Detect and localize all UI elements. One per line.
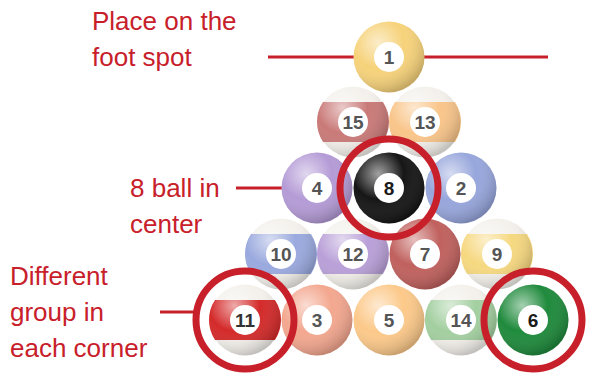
- billiard-ball: 15: [317, 86, 389, 158]
- ball-body: [390, 87, 461, 158]
- billiard-ball: 10: [245, 218, 317, 290]
- ball-shine: [462, 219, 533, 290]
- ball-number: 14: [450, 311, 471, 330]
- number-disc: [482, 239, 512, 269]
- ball-body: [318, 219, 389, 290]
- number-disc: [338, 107, 368, 137]
- ball-number: 6: [528, 311, 539, 330]
- billiard-ball: 9: [461, 218, 533, 290]
- ball-number: 13: [414, 113, 435, 132]
- ball-body: [246, 219, 317, 290]
- number-disc: [518, 305, 548, 335]
- number-disc: [446, 305, 476, 335]
- callout-label: Different group in each corner: [10, 258, 160, 366]
- number-disc: [302, 173, 332, 203]
- ball-number: 5: [384, 311, 395, 330]
- number-disc: [266, 239, 296, 269]
- ball-number: 12: [342, 245, 363, 264]
- billiard-ball: 1: [353, 21, 425, 93]
- ball-body: [210, 285, 281, 356]
- billiard-ball: 3: [281, 284, 353, 356]
- number-disc: [374, 173, 404, 203]
- number-disc: [374, 42, 404, 72]
- ball-body: [426, 153, 497, 224]
- ball-number: 9: [492, 245, 503, 264]
- callout-label: Place on the foot spot: [92, 3, 262, 75]
- highlight-ring: [340, 139, 438, 237]
- leader-line: [160, 311, 198, 314]
- ball-shine: [390, 87, 461, 158]
- billiard-ball: 14: [425, 284, 497, 356]
- ball-body: [282, 285, 353, 356]
- ball-number: 4: [312, 179, 323, 198]
- ball-number: 15: [342, 113, 363, 132]
- number-disc: [374, 305, 404, 335]
- billiard-ball: 12: [317, 218, 389, 290]
- number-disc: [302, 305, 332, 335]
- billiard-ball: 11: [209, 284, 281, 356]
- billiard-ball: 4: [281, 152, 353, 224]
- callout-label: 8 ball in center: [130, 170, 260, 242]
- ball-shine: [318, 219, 389, 290]
- ball-body: [498, 285, 569, 356]
- ball-shine: [390, 219, 461, 290]
- ball-number: 10: [270, 245, 291, 264]
- billiard-ball: 7: [389, 218, 461, 290]
- ball-body: [354, 153, 425, 224]
- ball-body: [426, 285, 497, 356]
- ball-number: 8: [384, 179, 395, 198]
- ball-shine: [354, 153, 425, 224]
- number-disc: [446, 173, 476, 203]
- ball-number: 11: [235, 311, 255, 330]
- callout-text: Place on the foot spot: [92, 3, 262, 75]
- ball-number: 2: [456, 179, 467, 198]
- ball-number: 3: [312, 311, 323, 330]
- billiard-ball: 6: [497, 284, 569, 356]
- ball-body: [390, 219, 461, 290]
- highlight-ring: [196, 271, 294, 369]
- ball-body: [354, 285, 425, 356]
- callout-text: 8 ball in center: [130, 170, 260, 242]
- ball-shine: [354, 285, 425, 356]
- highlight-ring: [484, 271, 582, 369]
- number-disc: [338, 239, 368, 269]
- ball-shine: [246, 219, 317, 290]
- ball-shine: [426, 153, 497, 224]
- number-disc: [410, 239, 440, 269]
- ball-shine: [498, 285, 569, 356]
- callout-text: Different group in each corner: [10, 258, 160, 366]
- ball-body: [462, 219, 533, 290]
- ball-shine: [318, 87, 389, 158]
- ball-body: [282, 153, 353, 224]
- billiard-ball: 2: [425, 152, 497, 224]
- ball-shine: [282, 285, 353, 356]
- billiard-ball: 13: [389, 86, 461, 158]
- ball-number: 7: [420, 245, 431, 264]
- ball-shine: [210, 285, 281, 356]
- billiard-ball: 5: [353, 284, 425, 356]
- ball-body: [354, 22, 425, 93]
- ball-shine: [282, 153, 353, 224]
- ball-body: [318, 87, 389, 158]
- number-disc: [230, 305, 260, 335]
- billiard-ball: 8: [353, 152, 425, 224]
- ball-number: 1: [384, 48, 395, 67]
- ball-shine: [354, 22, 425, 93]
- number-disc: [410, 107, 440, 137]
- ball-shine: [426, 285, 497, 356]
